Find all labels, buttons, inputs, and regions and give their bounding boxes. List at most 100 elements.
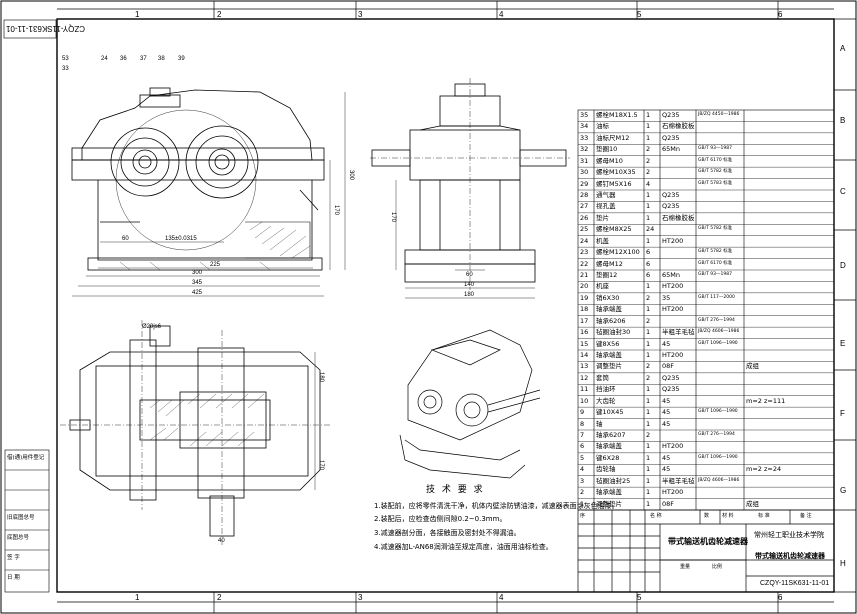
bom-header-std: 标 准 <box>758 513 770 519</box>
bom-cell-name: 轴承端盖 <box>596 442 622 451</box>
dim-170-vertical: 170 <box>333 205 339 216</box>
bom-cell-no: 14 <box>580 351 589 359</box>
bom-cell-std: GB/T 1096—1990 <box>698 409 738 415</box>
bom-cell-qty: 6 <box>646 259 651 268</box>
zone-row-f: F <box>840 409 845 418</box>
side-dim-60: 60 <box>466 272 473 278</box>
bom-cell-qty: 2 <box>646 145 651 154</box>
bom-cell-mat: 45 <box>662 339 671 348</box>
bom-cell-qty: 2 <box>646 293 651 302</box>
bom-cell-qty: 1 <box>646 499 651 508</box>
title-drawing-name: 带式输送机齿轮减速器 <box>668 537 748 546</box>
bom-cell-qty: 1 <box>646 339 651 348</box>
plan-section-view <box>60 320 330 545</box>
title-school: 常州轻工职业技术学院 <box>754 531 824 539</box>
bom-cell-name: 轴承6207 <box>596 431 626 439</box>
bom-cell-no: 31 <box>580 156 589 165</box>
bom-cell-qty: 1 <box>646 385 651 394</box>
dim-345: 345 <box>192 280 203 286</box>
bom-cell-std: GB/T 6170 标准 <box>698 260 733 266</box>
bom-cell-name: 轴 <box>596 419 603 428</box>
bom-cell-mat: HT200 <box>662 236 684 245</box>
bom-cell-name: 齿轮轴 <box>596 465 616 474</box>
bom-cell-no: 10 <box>580 396 589 405</box>
side-view-dims <box>395 180 535 299</box>
zone-ticks <box>57 1 856 613</box>
bom-cell-name: 螺栓M8X25 <box>596 225 632 234</box>
tech-req-item-2: 2.装配后，应检查齿侧间隙0.2~0.3mm。 <box>374 515 507 523</box>
bom-cell-mat: Q235 <box>662 202 680 211</box>
zone-col-1-b: 1 <box>135 593 140 602</box>
bom-cell-no: 13 <box>580 362 589 371</box>
bom-cell-mat: 08F <box>662 362 675 371</box>
bom-cell-no: 9 <box>580 408 585 417</box>
title-drawing-name-2: 带式输送机齿轮减速器 <box>755 552 825 560</box>
side-dim-170: 170 <box>390 212 396 223</box>
bom-cell-no: 22 <box>580 259 589 268</box>
bom-header-name: 名 称 <box>650 513 662 519</box>
bom-cell-name: 键10X45 <box>596 408 624 417</box>
bom-cell-mat: 65Mn <box>662 145 680 154</box>
bom-cell-std: GB/T 276—1994 <box>698 317 735 323</box>
drawing-number-rotated: CZQY-11SK631-11-01 <box>6 24 86 33</box>
bom-cell-no: 17 <box>580 316 589 325</box>
zone-row-h: H <box>840 559 846 568</box>
title-weight-label: 重量 <box>680 564 691 570</box>
dim-425: 425 <box>192 290 203 296</box>
bom-cell-std: GB/T 5782 标准 <box>698 169 733 175</box>
bom-cell-std: GB/T 276—1994 <box>698 432 735 437</box>
bom-cell-std: GB/T 93—1987 <box>698 272 732 277</box>
bom-cell-std: JB/ZQ 4606—1986 <box>698 329 740 335</box>
bom-cell-std: JB/ZQ 4606—1986 <box>698 477 740 483</box>
zone-col-4: 4 <box>499 10 504 19</box>
callout-53: 53 <box>62 56 69 62</box>
bom-cell-mat: 45 <box>662 453 671 462</box>
bom-cell-mat: HT200 <box>662 305 684 314</box>
bom-cell-no: 23 <box>580 248 589 257</box>
bom-cell-name: 轴承6206 <box>596 316 626 325</box>
zone-col-5: 5 <box>637 10 642 19</box>
bom-cell-qty: 2 <box>646 362 651 371</box>
zone-col-6: 6 <box>778 10 783 19</box>
dim-60: 60 <box>122 236 129 242</box>
bom-cell-note: 成组 <box>746 499 759 508</box>
bom-cell-qty: 2 <box>646 156 651 165</box>
bom-cell-qty: 1 <box>646 111 651 119</box>
title-code: CZQY-11SK631-11-01 <box>760 580 830 587</box>
dim-300-vertical: 300 <box>348 170 354 181</box>
bom-cell-qty: 1 <box>646 282 651 291</box>
bom-cell-name: 轴承端盖 <box>596 488 622 497</box>
bom-cell-qty: 6 <box>646 271 651 279</box>
tech-req-item-3: 3.减速器剖分面，各接触面及密封处不得漏油。 <box>374 529 521 537</box>
tech-req-title: 技 术 要 求 <box>426 485 485 495</box>
bom-cell-no: 27 <box>580 202 589 211</box>
bom-cell-std: GB/T 117—2000 <box>698 294 735 300</box>
bom-cell-qty: 4 <box>646 179 651 188</box>
bom-cell-mat: HT200 <box>662 351 684 359</box>
bom-header-note: 备 注 <box>800 513 812 519</box>
bom-cell-mat: HT200 <box>662 442 684 451</box>
bom-cell-no: 32 <box>580 145 589 154</box>
plan-dim-180: 180 <box>318 372 324 383</box>
zone-col-3: 3 <box>358 10 363 19</box>
bom-cell-qty: 2 <box>646 373 651 382</box>
zone-col-1: 1 <box>135 10 140 19</box>
bom-cell-mat: 半粗羊毛毡 <box>662 476 695 485</box>
bom-cell-name: 调整垫片 <box>596 499 622 508</box>
bom-cell-name: 大齿轮 <box>596 396 616 405</box>
bom-cell-name: 油标 <box>596 122 609 131</box>
tech-req-item-1: 1.装配前，应将零件清洗干净，机体内壁涂防锈油漆，减速器表面涂灰色油漆。 <box>374 502 619 510</box>
bom-cell-qty: 1 <box>646 476 651 485</box>
bom-cell-mat: 35 <box>662 293 671 302</box>
bom-cell-name: 毡圈油封30 <box>596 328 631 337</box>
bom-cell-std: JB/ZQ 4450—1986 <box>698 112 740 117</box>
bom-cell-qty: 24 <box>646 225 655 234</box>
bom-cell-qty: 1 <box>646 328 651 337</box>
zone-col-5-b: 5 <box>637 593 642 602</box>
zone-row-b: B <box>840 116 846 125</box>
callout-24: 24 <box>101 56 108 62</box>
bom-cell-name: 销6X30 <box>596 293 620 302</box>
dim-300: 300 <box>192 270 203 276</box>
bom-cell-name: 油标尺M12 <box>596 133 630 142</box>
